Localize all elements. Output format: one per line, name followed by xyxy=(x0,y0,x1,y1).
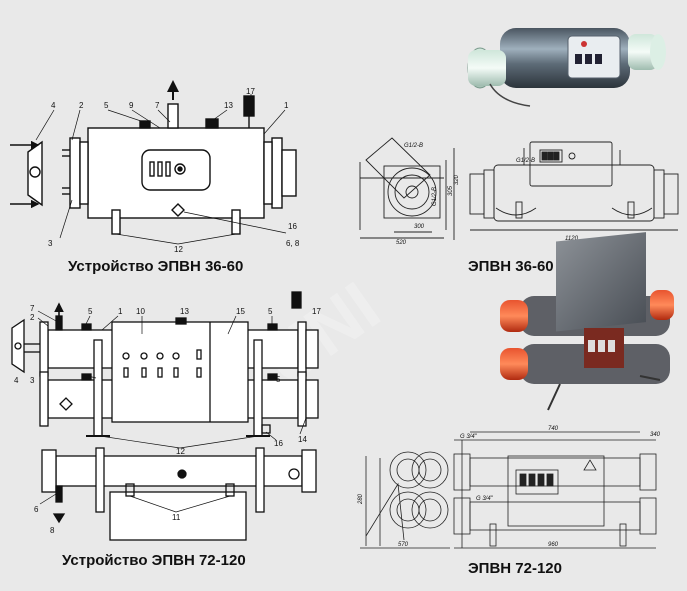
callout: 5 xyxy=(104,101,109,110)
dim-label: 280 xyxy=(358,493,364,505)
dim-label: G 3/4" xyxy=(460,434,478,440)
dim-label: G 3/4" xyxy=(476,496,494,502)
dims-36-60: G1/2-B G1/2-B G1/2-B 305 300 320 520 112… xyxy=(396,143,579,246)
dim-label: G1/2-B xyxy=(432,187,438,206)
callout: 6 xyxy=(34,505,39,514)
callout: 8 xyxy=(50,526,55,535)
callout: 10 xyxy=(136,307,145,316)
callout: 2 xyxy=(30,313,35,322)
callout: 13 xyxy=(180,307,189,316)
caption-model-36-60: ЭПВН 36-60 xyxy=(468,258,554,275)
dim-label: 320 xyxy=(454,174,460,185)
callout: 5 xyxy=(268,307,273,316)
callout: 1 xyxy=(118,307,123,316)
callouts-72-120: 7 2 4 3 5 1 10 13 15 5 17 5 12 16 14 6 8… xyxy=(14,304,321,535)
callout: 3 xyxy=(30,376,35,385)
callout: 16 xyxy=(288,222,297,231)
drawing-epvn-36-60 xyxy=(359,137,679,240)
photo-epvn-72-120 xyxy=(500,232,674,411)
callout: 7 xyxy=(155,101,160,110)
callout: 7 xyxy=(30,304,35,313)
dim-label: 960 xyxy=(548,542,559,548)
dim-label: 1120 xyxy=(565,236,579,242)
dims-72-120: G 3/4" G 3/4" 340 740 960 280 570 xyxy=(358,426,661,548)
caption-device-36-60: Устройство ЭПВН 36-60 xyxy=(68,258,244,275)
callout: 6, 8 xyxy=(286,239,300,248)
callout: 4 xyxy=(14,376,19,385)
callout: 3 xyxy=(48,239,53,248)
callout: 2 xyxy=(79,101,84,110)
callout: 17 xyxy=(312,307,321,316)
photo-epvn-36-60 xyxy=(467,28,666,107)
callout: 14 xyxy=(298,435,307,444)
dim-label: 300 xyxy=(414,224,425,230)
callout: 12 xyxy=(174,245,183,254)
drawing-epvn-72-120 xyxy=(360,431,657,549)
dim-label: 570 xyxy=(398,542,409,548)
callouts-36-60: 4 2 5 9 7 13 17 1 3 12 16 6, 8 xyxy=(48,87,300,254)
callout: 5 xyxy=(88,307,93,316)
dim-label: 340 xyxy=(650,432,661,438)
caption-model-72-120: ЭПВН 72-120 xyxy=(468,560,562,577)
dim-label: G1/2-B xyxy=(516,158,535,164)
dim-label: 520 xyxy=(396,240,407,246)
diagram-epvn-36-60 xyxy=(10,80,297,245)
diagram-epvn-72-120 xyxy=(11,291,319,541)
callout: 12 xyxy=(176,447,185,456)
callout: 17 xyxy=(246,87,255,96)
dim-label: G1/2-B xyxy=(404,143,423,149)
callout: 4 xyxy=(51,101,56,110)
callout: 16 xyxy=(274,439,283,448)
caption-device-72-120: Устройство ЭПВН 72-120 xyxy=(62,552,246,569)
callout: 11 xyxy=(172,513,181,522)
dim-label: 305 xyxy=(448,185,454,196)
callout: 1 xyxy=(284,101,289,110)
callout: 9 xyxy=(129,101,134,110)
dim-label: 740 xyxy=(548,426,559,432)
callout: 15 xyxy=(236,307,245,316)
callout: 5 xyxy=(276,375,281,384)
callout: 13 xyxy=(224,101,233,110)
